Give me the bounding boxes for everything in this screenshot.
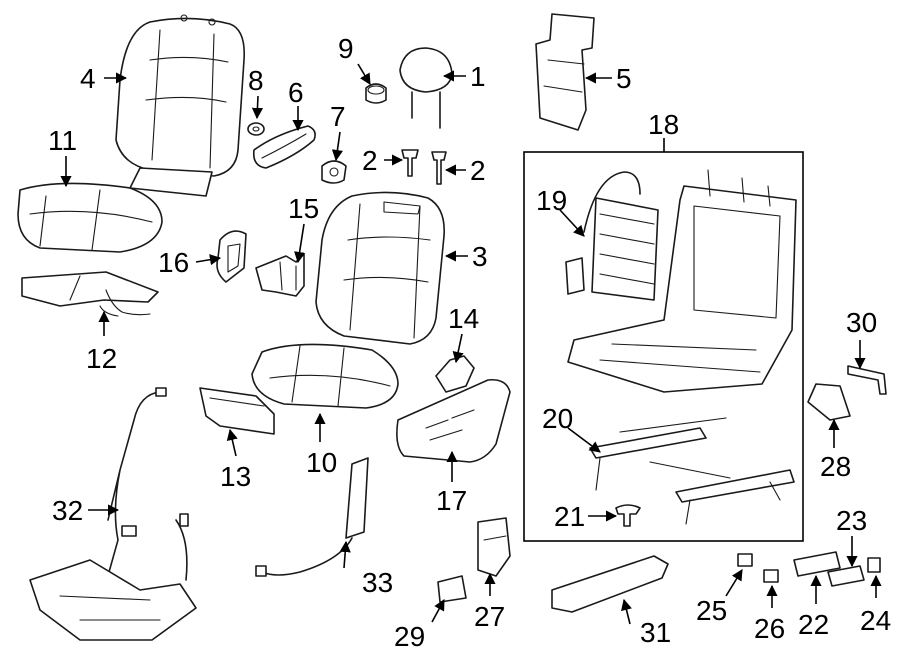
side-shield-drawing <box>396 378 511 463</box>
knob-bracket-drawing <box>435 355 475 393</box>
seat-frame-drawing <box>567 169 797 393</box>
callout-26: 26 <box>754 613 785 644</box>
side-cover-drawing <box>252 125 316 169</box>
callout-30: 30 <box>846 307 877 338</box>
seat-back-frame-drawing <box>315 191 445 345</box>
cushion-cover-drawing <box>17 182 163 253</box>
callout-8: 8 <box>248 65 264 96</box>
callout-12: 12 <box>86 343 117 374</box>
callout-1: 1 <box>470 61 486 92</box>
callout-2a: 2 <box>362 145 378 176</box>
headrest-drawing <box>399 47 453 129</box>
callout-3: 3 <box>472 241 488 272</box>
leader-lines <box>60 63 882 625</box>
callout-25: 25 <box>696 595 727 626</box>
callout-31: 31 <box>640 617 671 648</box>
callout-23: 23 <box>836 505 867 536</box>
side-molding-drawing <box>551 555 669 613</box>
callout-2b: 2 <box>470 155 486 186</box>
callout-21: 21 <box>554 501 585 532</box>
cap-drawing <box>437 575 467 603</box>
cover-28-drawing <box>807 383 851 421</box>
callout-4: 4 <box>80 63 96 94</box>
callout-22: 22 <box>798 609 829 640</box>
cushion-pad-drawing <box>21 271 159 317</box>
latch-drawing <box>477 517 511 577</box>
callout-18: 18 <box>648 109 679 140</box>
callout-15: 15 <box>288 193 319 224</box>
callout-6: 6 <box>288 77 304 108</box>
callout-27: 27 <box>474 601 505 632</box>
washer-drawing <box>247 122 265 136</box>
callout-10: 10 <box>306 447 337 478</box>
small-parts-drawing <box>737 551 881 587</box>
callout-17: 17 <box>436 485 467 516</box>
callout-20: 20 <box>542 403 573 434</box>
callout-11: 11 <box>48 125 77 156</box>
callout-28: 28 <box>820 451 851 482</box>
callout-5: 5 <box>616 63 632 94</box>
callout-9: 9 <box>338 33 354 64</box>
callout-16: 16 <box>158 247 189 278</box>
callout-13: 13 <box>220 461 251 492</box>
callout-33: 33 <box>362 567 393 598</box>
callout-32: 32 <box>52 495 83 526</box>
back-panel-drawing <box>535 13 595 131</box>
cover-bracket-drawing <box>255 253 305 297</box>
bracket-drawing <box>216 230 247 283</box>
side-trim-drawing <box>199 387 275 435</box>
lumbar-support-drawing <box>565 171 659 301</box>
callout-14: 14 <box>448 303 479 334</box>
clip-drawing <box>365 83 387 104</box>
clip-30-drawing <box>847 365 887 395</box>
callout-numbers: 1 2 2 3 4 5 6 7 8 9 10 11 12 13 14 15 16… <box>48 33 891 652</box>
wire-harness-drawing <box>29 387 197 641</box>
track-bolt-drawing <box>615 504 641 527</box>
seat-back-cover-drawing <box>115 14 246 197</box>
callout-19: 19 <box>536 185 567 216</box>
callout-7: 7 <box>330 101 346 132</box>
knob-drawing <box>321 160 347 184</box>
callout-24: 24 <box>860 605 891 636</box>
cushion-pad-foam-drawing <box>251 343 399 409</box>
callout-29: 29 <box>394 621 425 652</box>
headrest-guide-drawing <box>401 149 447 185</box>
seat-track-drawing <box>589 417 795 525</box>
